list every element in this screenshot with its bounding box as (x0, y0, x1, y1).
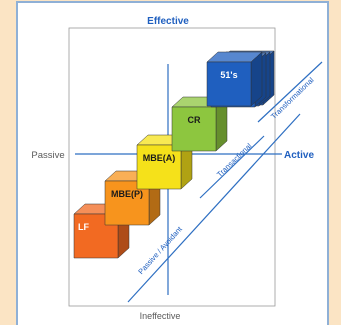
axis-label-top: Effective (147, 16, 189, 27)
cube-front-face (104, 180, 150, 226)
diagonal-line-passive-avoidant (127, 113, 301, 303)
cube-label: CR (188, 115, 201, 125)
cube-4: 51's (206, 51, 263, 107)
cube-label: MBE(A) (143, 153, 176, 163)
cube-label: 51's (220, 70, 237, 80)
diagonal-line-transactional (199, 135, 265, 199)
axis-label-bottom: Ineffective (140, 311, 181, 321)
cube-label: MBE(P) (111, 189, 143, 199)
cube-label: LF (78, 222, 89, 232)
axis-label-right: Active (284, 150, 314, 161)
cube-front-face (171, 106, 217, 152)
diagonal-line-transformational (257, 61, 323, 123)
axis-label-left: Passive (31, 150, 64, 161)
cube-front-face (136, 144, 182, 190)
cube-stack: LF MBE(P) MBE(A) CR 51's (73, 50, 275, 259)
cube-front-face (206, 61, 252, 107)
inner-frame (68, 27, 276, 307)
